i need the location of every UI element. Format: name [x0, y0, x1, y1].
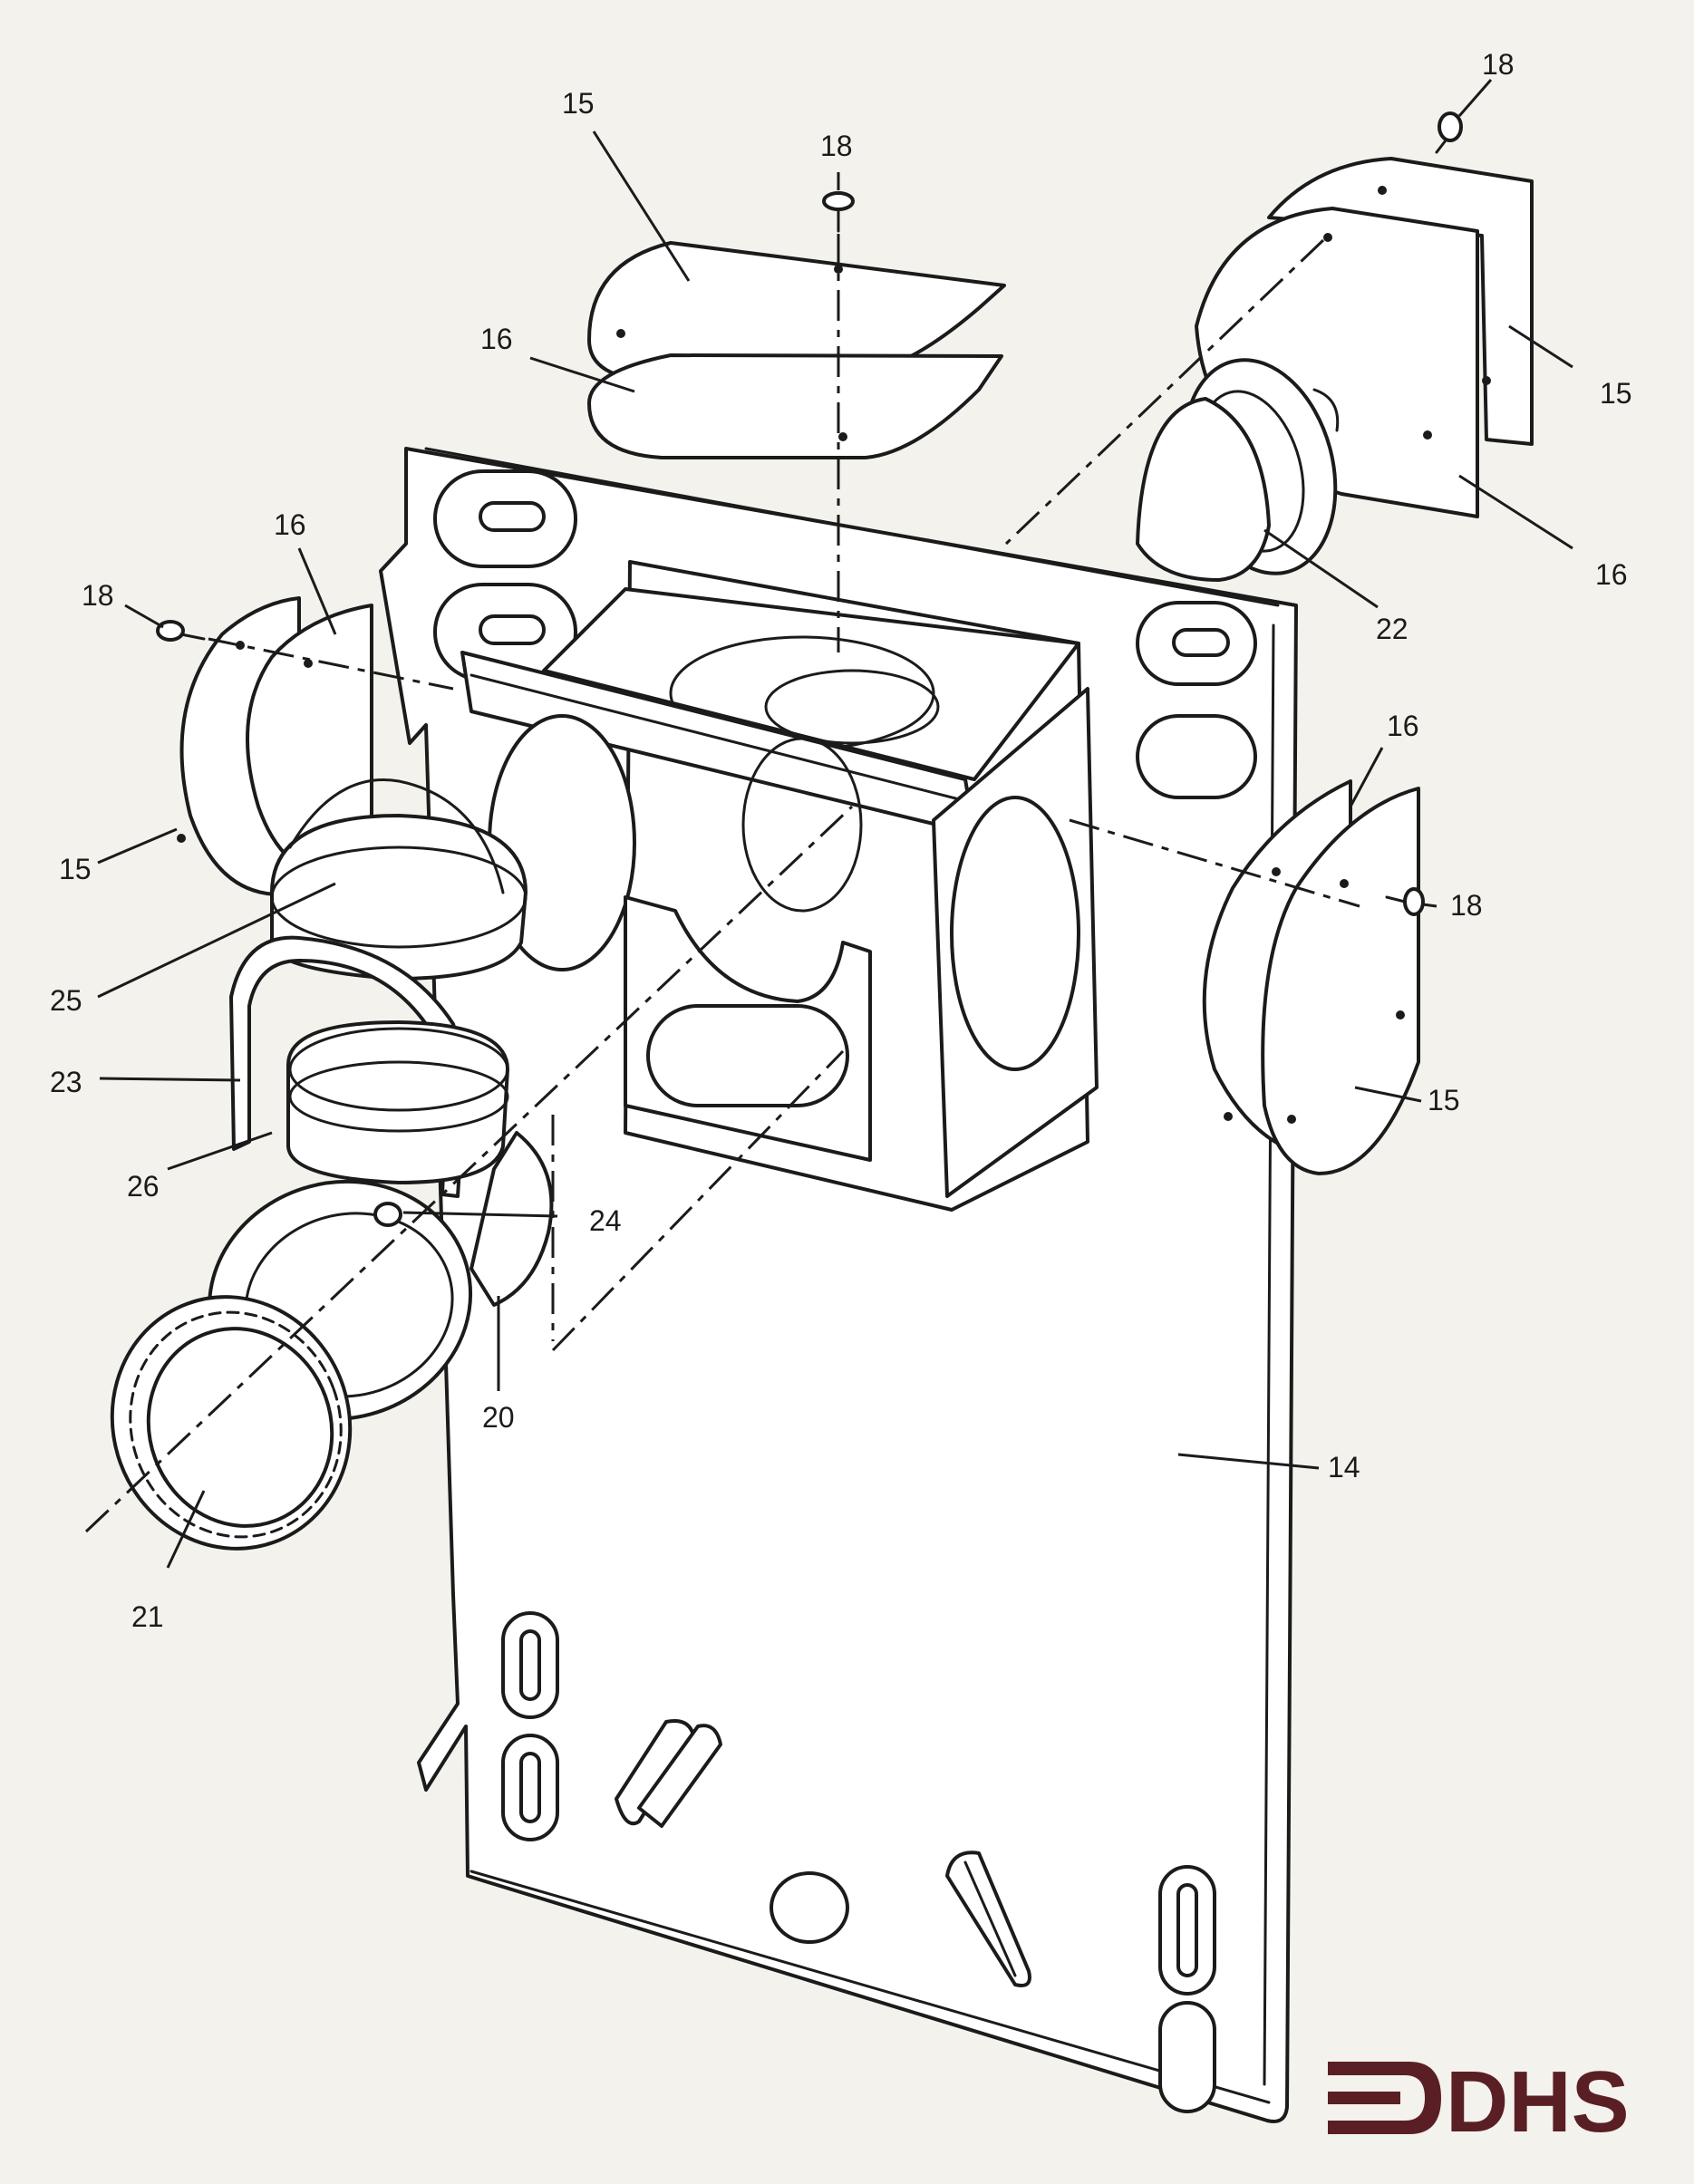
screw-part-24: [373, 1202, 402, 1227]
top-gasket-part-16: [587, 353, 1003, 459]
callout-18-top: 18: [820, 130, 853, 162]
callout-20: 20: [482, 1401, 515, 1434]
screw-part-18-left: [156, 620, 206, 642]
leader-lines: [97, 79, 1573, 1569]
callout-15-top: 15: [562, 87, 595, 120]
callout-16-left: 16: [274, 508, 306, 541]
dhs-logo: DHS: [1328, 2054, 1630, 2150]
callout-24: 24: [589, 1204, 622, 1237]
callout-15-side: 15: [1428, 1084, 1460, 1116]
callout-15-right: 15: [1600, 377, 1632, 410]
left-gasket-part-16: [246, 604, 373, 878]
callout-26: 26: [127, 1170, 160, 1203]
callout-21: 21: [131, 1600, 164, 1633]
callout-labels: 14 15 15 15 15 16 16 16 16 18 18 18 18 2…: [50, 48, 1632, 1633]
callout-18-upper-right: 18: [1482, 48, 1515, 81]
screw-part-18-upper-right: [1435, 111, 1463, 154]
callout-25: 25: [50, 984, 82, 1017]
callout-15-left: 15: [59, 853, 92, 885]
screw-part-18-top: [822, 191, 855, 233]
collar-part-26: [286, 1020, 509, 1184]
callout-16-top: 16: [480, 323, 513, 355]
ring-part-21: [110, 1295, 353, 1551]
dhs-logo-text: DHS: [1446, 2054, 1630, 2150]
dhs-logo-mark: [1328, 2062, 1441, 2134]
callout-18-left: 18: [82, 579, 114, 612]
center-box-frame: [460, 560, 1099, 1212]
assembly-axes: [84, 234, 1360, 1533]
right-plate-part-15: [1261, 787, 1420, 1175]
callout-16-right: 16: [1595, 558, 1628, 591]
screw-part-18-right: [1385, 887, 1425, 916]
callout-22: 22: [1376, 613, 1408, 645]
callout-16-side: 16: [1387, 710, 1419, 742]
elbow-outlet-part-22: [1136, 358, 1340, 582]
cap-part-25: [270, 778, 528, 981]
callout-14: 14: [1328, 1451, 1360, 1483]
callout-23: 23: [50, 1066, 82, 1098]
callout-18-right: 18: [1450, 889, 1483, 922]
